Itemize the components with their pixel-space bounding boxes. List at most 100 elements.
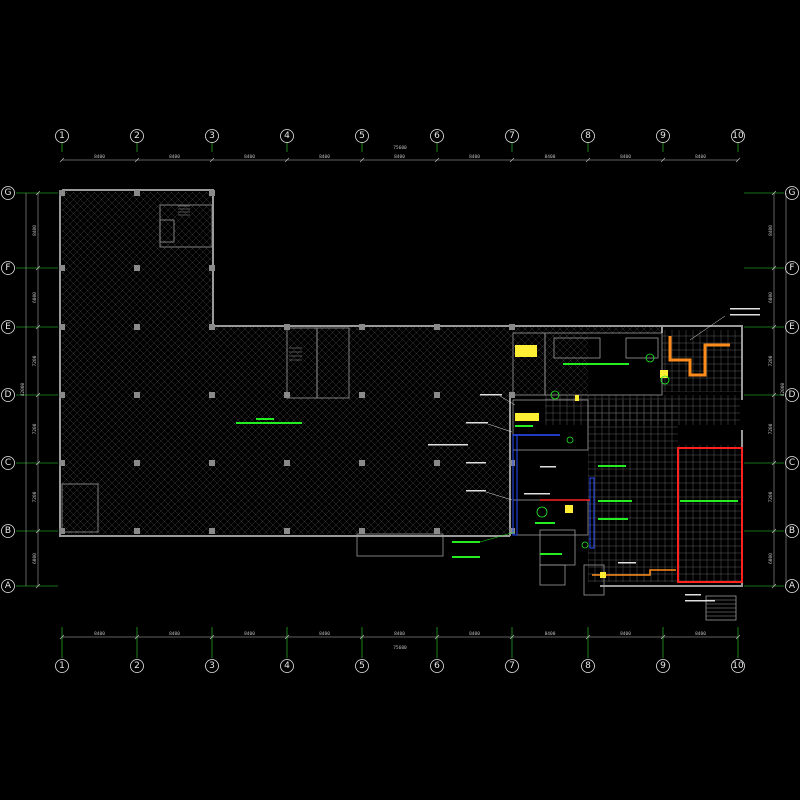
top-dim-span-label: 8400 [620, 154, 631, 160]
column [284, 392, 290, 398]
axis-bottom-8-circle [581, 659, 595, 673]
axis-top-5-label: 5 [359, 131, 365, 141]
top-dim-tick [59, 157, 65, 163]
column [434, 324, 440, 330]
axis-left-G: G [1, 186, 15, 200]
axis-top-1: 1 [55, 129, 69, 143]
column [434, 392, 440, 398]
bottom-dim-tick [59, 634, 65, 640]
left-dim-tick [35, 583, 41, 589]
axis-top-4-circle [280, 129, 294, 143]
axis-left-B-label: B [5, 526, 11, 536]
top-dim-span-label: 8400 [169, 154, 180, 160]
top-dim-span-label: 8400 [319, 154, 330, 160]
axis-right-A: A [785, 579, 799, 593]
hvac-ducts [512, 336, 743, 583]
bottom-dim-span-label: 8400 [394, 631, 405, 637]
axis-bottom-3-label: 3 [209, 661, 215, 671]
interior-walls [61, 204, 737, 621]
axis-left-C-circle [1, 456, 15, 470]
axis-right-B: B [785, 524, 799, 538]
axis-bottom-2-circle [130, 659, 144, 673]
top-dim-span-label: 8400 [244, 154, 255, 160]
top-dim-tick [735, 157, 741, 163]
top-dim-tick [359, 157, 365, 163]
axis-top-5-circle [355, 129, 369, 143]
axis-top-3-label: 3 [209, 131, 215, 141]
left-dim-tick [35, 190, 41, 196]
axis-top-7-label: 7 [509, 131, 515, 141]
axis-bottom-7-circle [505, 659, 519, 673]
axis-bottom-10-circle [731, 659, 745, 673]
bottom-dim-span-label: 8400 [244, 631, 255, 637]
top-dim-tick [585, 157, 591, 163]
bottom-dim-tick [585, 634, 591, 640]
axis-bottom-6-label: 6 [434, 661, 440, 671]
axis-bottom-9-circle [656, 659, 670, 673]
axis-top-10: 10 [731, 129, 745, 143]
bottom-dim-tick [509, 634, 515, 640]
annotation-marks [236, 308, 760, 602]
right-dim-tick [771, 190, 777, 196]
axis-right-D-circle [785, 388, 799, 402]
right-dim-total-label: 42000 [780, 382, 786, 396]
axis-bottom-4-circle [280, 659, 294, 673]
axis-top-6-label: 6 [434, 131, 440, 141]
column [209, 265, 215, 271]
right-dim-tick [771, 392, 777, 398]
left-dim-span-label: 7200 [32, 491, 38, 502]
top-dim-span-label: 8400 [394, 154, 405, 160]
column [359, 460, 365, 466]
left-dim-span-label: 6000 [32, 292, 38, 303]
axis-bottom-10-label: 10 [732, 661, 744, 671]
top-dim-tick [660, 157, 666, 163]
axis-left-F: F [1, 261, 15, 275]
top-dim-tick [284, 157, 290, 163]
axis-bottom-4: 4 [280, 659, 294, 673]
top-dim-span-label: 8400 [545, 154, 556, 160]
left-dim-tick [35, 265, 41, 271]
bottom-dim-total-label: 75600 [393, 645, 407, 651]
left-dim-span-label: 8400 [32, 225, 38, 236]
axis-right-E-circle [785, 320, 799, 334]
top-dim-span-label: 8400 [94, 154, 105, 160]
axis-right-D-label: D [789, 390, 796, 400]
left-dim-tick [35, 392, 41, 398]
axis-right-F-circle [785, 261, 799, 275]
top-dim-total-label: 75600 [393, 145, 407, 151]
bottom-dim-span-label: 8400 [169, 631, 180, 637]
column [134, 460, 140, 466]
top-dim-tick [434, 157, 440, 163]
axis-bottom-5-label: 5 [359, 661, 365, 671]
axis-top-1-label: 1 [59, 131, 65, 141]
column [209, 392, 215, 398]
axis-left-A-label: A [5, 581, 12, 591]
top-dim-tick [134, 157, 140, 163]
axis-left-G-label: G [5, 188, 12, 198]
axis-right-B-circle [785, 524, 799, 538]
axis-right-F: F [785, 261, 799, 275]
column [209, 190, 215, 196]
axis-right-B-label: B [789, 526, 795, 536]
axis-left-A-circle [1, 579, 15, 593]
axis-top-9-label: 9 [660, 131, 666, 141]
axis-right-C: C [785, 456, 799, 470]
axis-right-A-label: A [789, 581, 796, 591]
axis-left-F-circle [1, 261, 15, 275]
column [359, 324, 365, 330]
column [284, 528, 290, 534]
right-dim-tick [771, 324, 777, 330]
column [209, 324, 215, 330]
axis-bottom-6: 6 [430, 659, 444, 673]
top-dim-tick [509, 157, 515, 163]
axis-bottom-5: 5 [355, 659, 369, 673]
axis-top-9-circle [656, 129, 670, 143]
axis-bottom-7-label: 7 [509, 661, 515, 671]
axis-top-5: 5 [355, 129, 369, 143]
hvac-equipment [515, 345, 670, 578]
left-dim-total-label: 42000 [20, 382, 26, 396]
axis-left-D-circle [1, 388, 15, 402]
axis-top-6: 6 [430, 129, 444, 143]
axis-right-G-label: G [789, 188, 796, 198]
